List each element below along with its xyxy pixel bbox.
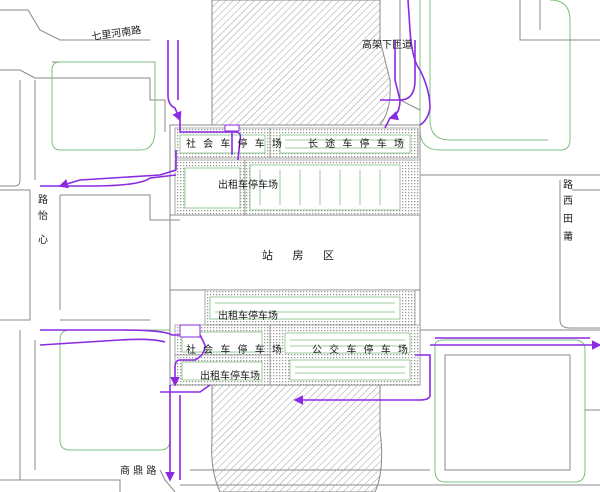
area-label-station-zone: 站 房 区 — [262, 248, 342, 262]
hatched-areas — [211, 0, 421, 492]
road-label-xin-yi-lu-2: 怡 — [38, 209, 48, 222]
map-labels: 七里河南路 高架下匝道 心 怡 路 莆 田 西 路 商 鼎 路 社 会 车 停 … — [38, 23, 573, 477]
area-label-north-social-parking: 社 会 车 停 车 场 — [186, 137, 284, 150]
road-label-putian-xi-lu-2: 田 — [563, 214, 573, 225]
road-label-xin-yi-lu-3: 路 — [38, 193, 48, 206]
road-label-putian-xi-lu-4: 路 — [563, 178, 573, 191]
area-label-south-taxi-parking-top: 出租车停车场 — [218, 309, 278, 322]
vehicle-routes — [39, 0, 600, 482]
booths — [179, 124, 240, 338]
road-label-gaojia-xia-zadao: 高架下匝道 — [362, 38, 412, 51]
area-label-north-long-distance-parking: 长 途 车 停 车 场 — [308, 137, 406, 150]
road-label-putian-xi-lu-1: 莆 — [563, 230, 573, 243]
parking-stall-marks — [215, 139, 405, 374]
area-label-south-social-parking: 社 会 车 停 车 场 — [186, 343, 284, 356]
area-label-north-taxi-parking: 出租车停车场 — [218, 178, 278, 191]
parking-areas — [174, 127, 421, 386]
area-label-south-taxi-parking-bottom: 出租车停车场 — [200, 369, 260, 382]
road-label-putian-xi-lu-3: 西 — [563, 196, 573, 207]
road-label-shang-ding-lu: 商 鼎 路 — [120, 464, 156, 477]
road-label-xin-yi-lu-1: 心 — [38, 234, 48, 246]
area-label-south-bus-parking: 公 交 车 停 车 场 — [312, 343, 410, 356]
